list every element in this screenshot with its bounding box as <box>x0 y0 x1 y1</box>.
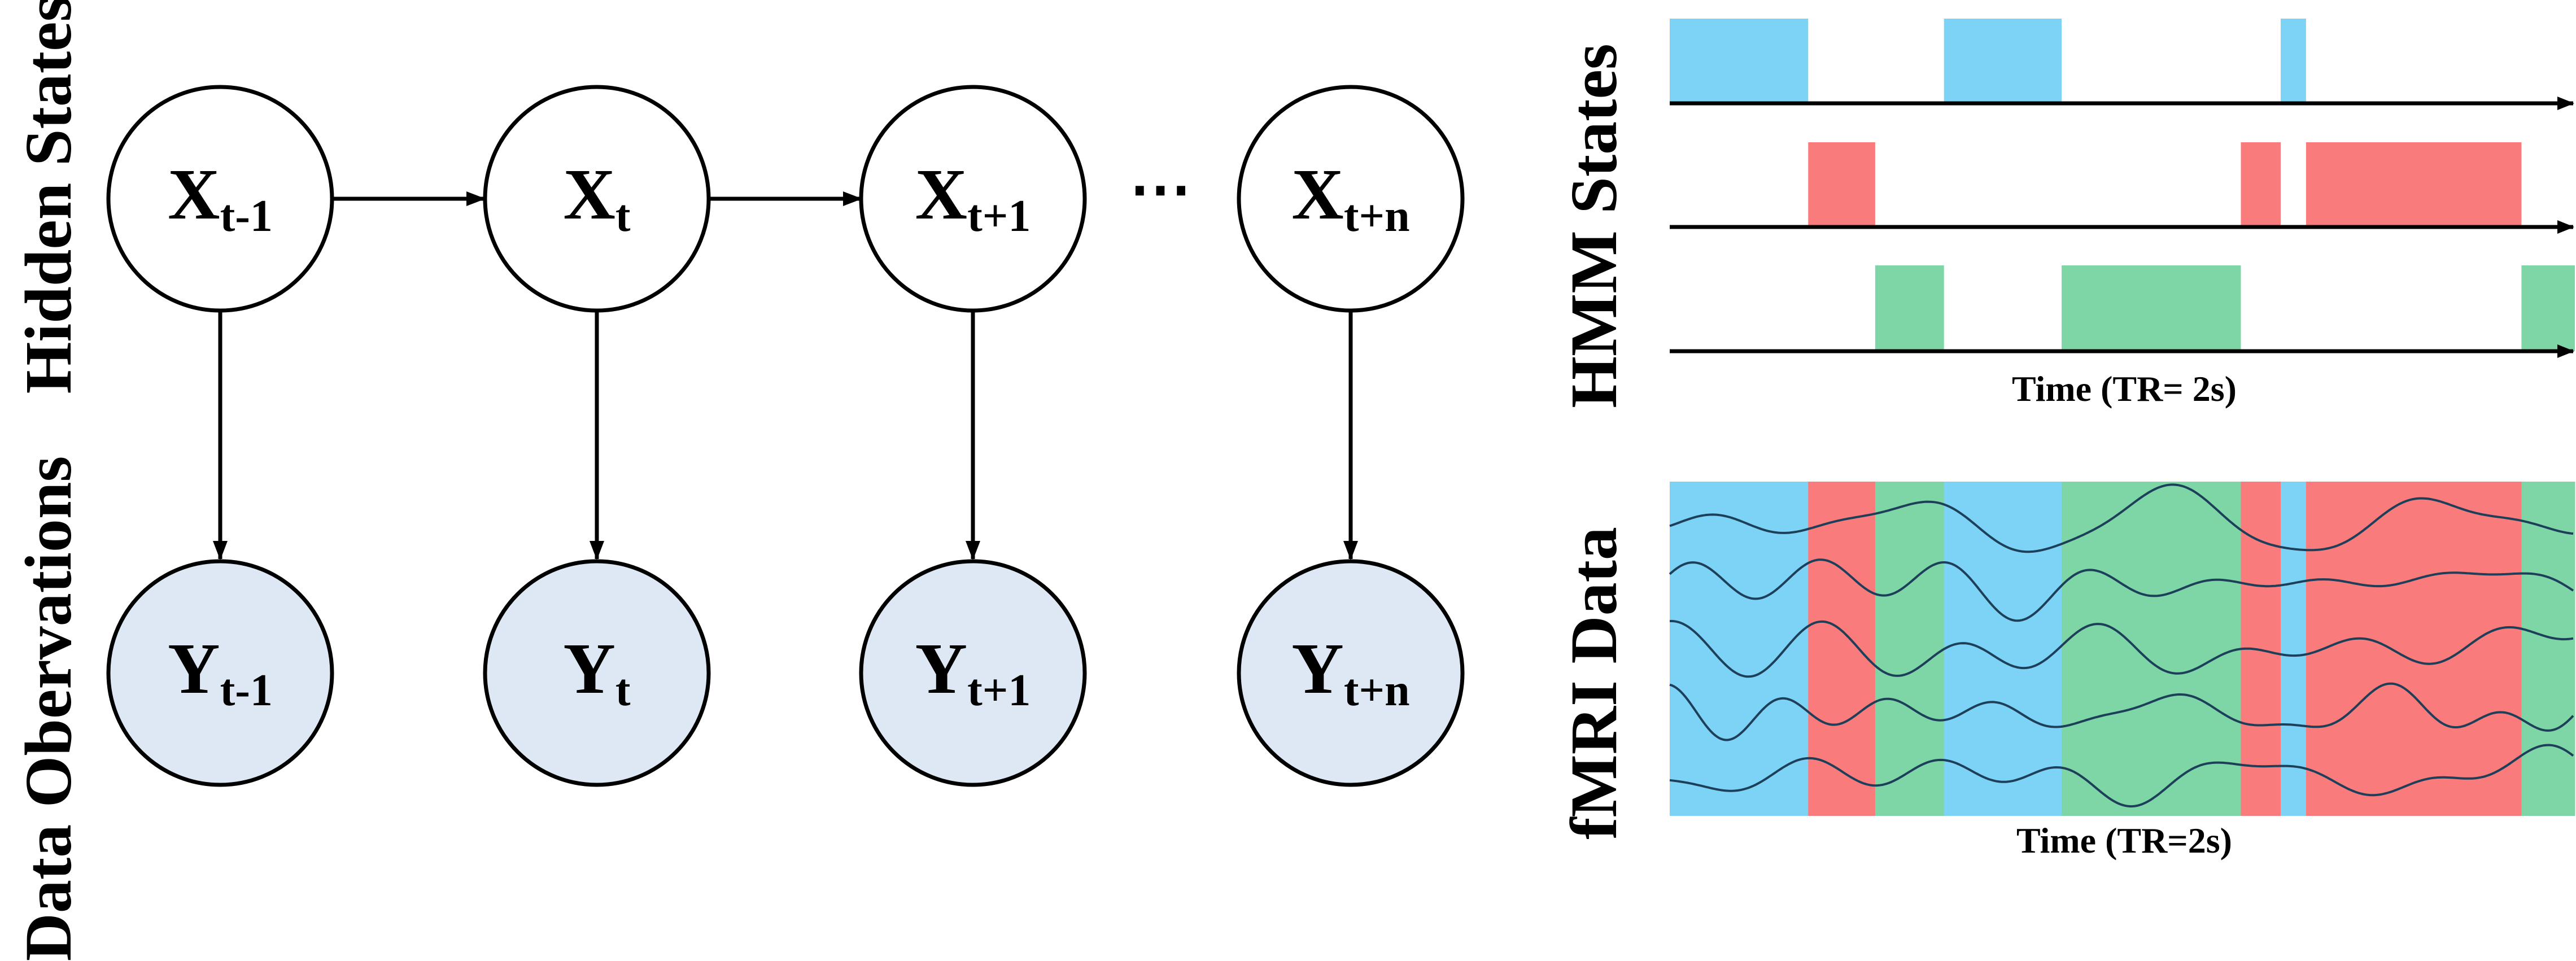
hidden-node-circle <box>1237 85 1465 313</box>
observed-node-circle <box>859 559 1087 787</box>
svg-text:Yt+n: Yt+n <box>1291 628 1409 715</box>
observed-node-circle <box>1237 559 1465 787</box>
node-subscript: t <box>615 191 631 241</box>
state-bar-green <box>1875 265 1944 351</box>
svg-text:Xt+n: Xt+n <box>1291 154 1409 241</box>
state-bar-red <box>1808 142 1875 227</box>
hidden-states-label: Hidden States <box>11 0 85 394</box>
node-subscript: t+1 <box>967 666 1031 715</box>
hidden-node-3: Xt+1 <box>859 85 1087 313</box>
fmri-segment-blue <box>2281 482 2307 816</box>
graphical-model: Hidden States Data Obervations ⋯ Xt-1 Xt… <box>11 0 1465 961</box>
observed-node-2: Yt <box>483 559 711 787</box>
fmri-signal-1 <box>1669 483 2574 553</box>
fmri-data-label: fMRI Data <box>1557 527 1631 840</box>
fmri-signal-2 <box>1669 558 2574 622</box>
svg-text:Xt: Xt <box>563 154 630 241</box>
data-observations-label: Data Obervations <box>11 456 85 961</box>
node-subscript: t-1 <box>220 191 273 241</box>
hidden-node-circle <box>483 85 711 313</box>
observed-node-circle <box>483 559 711 787</box>
observed-node-3: Yt+1 <box>859 559 1087 787</box>
state-bar-red <box>2306 142 2522 227</box>
fmri-signal-3 <box>1669 619 2574 678</box>
node-subscript: t+n <box>1344 666 1410 715</box>
node-letter: Y <box>168 628 220 709</box>
state-bar-blue <box>1670 19 1809 103</box>
fmri-segment-red <box>2306 482 2522 816</box>
ellipsis: ⋯ <box>1129 155 1191 224</box>
node-subscript: t+1 <box>967 191 1031 241</box>
observed-node-4: Yt+n <box>1237 559 1465 787</box>
fmri-state-background <box>1670 482 2575 816</box>
node-letter: Y <box>563 628 615 709</box>
node-letter: X <box>915 154 967 234</box>
fmri-time-axis-title: Time (TR=2s) <box>2016 820 2232 860</box>
fmri-segment-blue <box>1944 482 2062 816</box>
node-letter: Y <box>915 628 967 709</box>
fmri-signals <box>1669 483 2574 808</box>
hidden-node-2: Xt <box>483 85 711 313</box>
state-bar-red <box>2241 142 2281 227</box>
hidden-node-circle <box>106 85 334 313</box>
hidden-node-circle <box>859 85 1087 313</box>
svg-text:Xt+1: Xt+1 <box>915 154 1031 241</box>
state-bar-green <box>2062 265 2241 351</box>
observed-node-1: Yt-1 <box>106 559 334 787</box>
fmri-signal-4 <box>1669 682 2574 741</box>
hidden-node-4: Xt+n <box>1237 85 1465 313</box>
state-bar-green <box>2521 265 2575 351</box>
fmri-signal-5 <box>1669 744 2574 808</box>
node-letter: X <box>168 154 220 234</box>
svg-text:Yt-1: Yt-1 <box>168 628 273 715</box>
fmri-segment-green <box>2521 482 2575 816</box>
svg-text:Xt-1: Xt-1 <box>168 154 273 241</box>
state-bars <box>1670 19 2575 351</box>
node-subscript: t+n <box>1344 191 1410 241</box>
node-letter: X <box>563 154 615 234</box>
fmri-segment-red <box>1808 482 1876 816</box>
node-subscript: t <box>615 666 631 715</box>
state-bar-blue <box>2281 19 2306 103</box>
hidden-node-1: Xt-1 <box>106 85 334 313</box>
svg-text:Yt: Yt <box>563 628 630 715</box>
node-letter: X <box>1291 154 1343 234</box>
node-letter: Y <box>1291 628 1343 709</box>
svg-text:Yt+1: Yt+1 <box>915 628 1031 715</box>
fmri-segment-green <box>1875 482 1945 816</box>
hmm-states-panel: HMM States Time (TR= 2s) <box>1557 19 2575 409</box>
observed-node-circle <box>106 559 334 787</box>
fmri-segment-green <box>2062 482 2241 816</box>
node-subscript: t-1 <box>220 666 273 715</box>
hmm-states-label: HMM States <box>1557 43 1631 408</box>
state-bar-blue <box>1944 19 2062 103</box>
hmm-time-axis-title: Time (TR= 2s) <box>2012 369 2237 409</box>
fmri-panel: fMRI Data Time (TR=2s) <box>1557 482 2575 860</box>
